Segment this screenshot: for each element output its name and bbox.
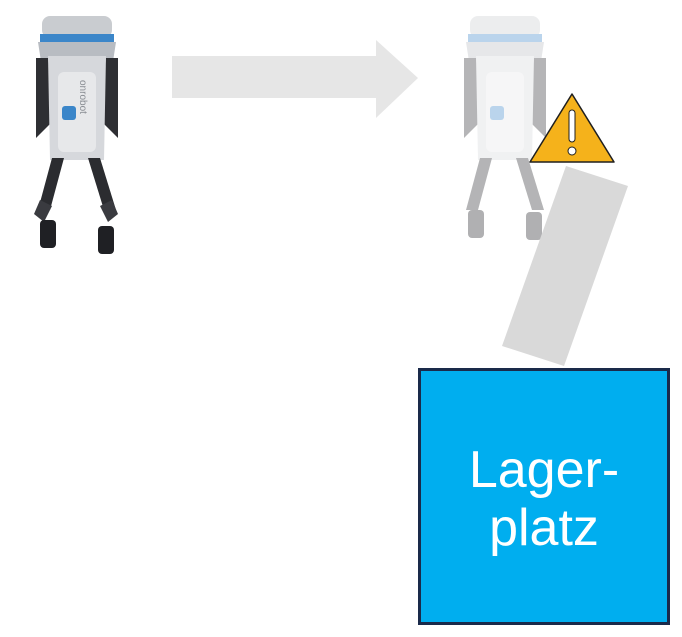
storage-location-box: Lager- platz: [418, 368, 670, 625]
storage-label-line2: platz: [489, 499, 599, 557]
storage-label: Lager- platz: [421, 441, 667, 557]
storage-label-line1: Lager-: [468, 441, 620, 499]
gripper-brand-text: onrobot: [77, 80, 88, 114]
arrow-right-icon: [172, 40, 418, 118]
gripper-icon: [464, 16, 546, 240]
gripper-icon: onrobot: [34, 16, 118, 254]
